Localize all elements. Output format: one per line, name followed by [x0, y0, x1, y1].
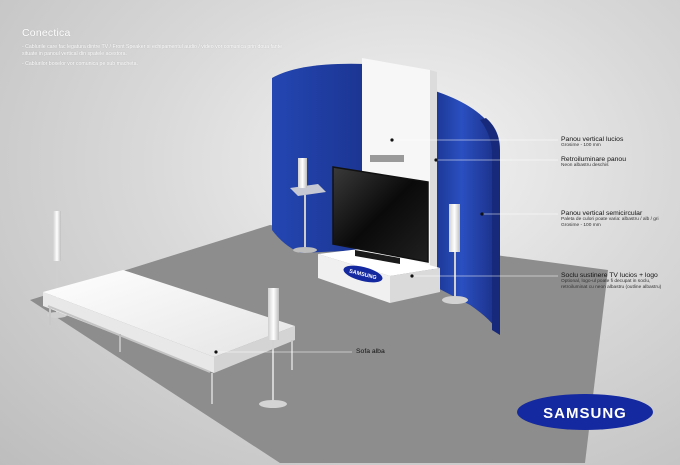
samsung-logo: SAMSUNG	[517, 394, 653, 430]
label-title: Retroiluminare panou	[561, 156, 626, 163]
label-title: Panou vertical semicircular	[561, 210, 643, 217]
label-detail: retroiluminat cu neon albastru (outline …	[561, 285, 662, 291]
connection-notes: - Cablurile care fac legatura dintre TV …	[22, 44, 282, 71]
label-retroiluminare: Retroiluminare panou Neon albastru desch…	[561, 156, 626, 169]
label-detail: Optional, logo-ul poate fi decupat in so…	[561, 279, 651, 284]
semicircular-panel-right	[432, 90, 498, 332]
left-rear-speaker-base	[47, 312, 67, 318]
sofa-top	[43, 270, 295, 357]
stand-logo-oval	[343, 265, 383, 283]
label-panou-semicircular: Panou vertical semicircular Paleta de cu…	[561, 210, 659, 229]
label-detail: Grosime - 100 mm	[561, 223, 601, 229]
right-front-speaker	[449, 204, 460, 252]
side-table-base	[293, 247, 317, 253]
sofa-frame	[47, 305, 211, 373]
label-panou-vertical: Panou vertical lucios Grosime - 100 mm	[561, 136, 623, 149]
samsung-logo-text: SAMSUNG	[543, 405, 627, 422]
note-item: - Cablurile care fac legatura dintre TV …	[22, 44, 282, 57]
tv-base	[355, 250, 400, 264]
page-title: Conectica	[22, 27, 71, 39]
semicircular-panel-edge	[480, 118, 500, 335]
tv-stand-side	[390, 268, 440, 303]
front-tall-speaker	[268, 288, 279, 340]
label-title: Panou vertical lucios	[561, 136, 624, 143]
label-detail: Grosime - 100 mm	[561, 143, 601, 148]
tv-stand-top	[318, 248, 440, 276]
left-rear-speaker	[53, 211, 61, 261]
tv-screen	[332, 166, 429, 263]
callout-dots	[214, 138, 484, 354]
sofa-front	[43, 292, 214, 373]
right-speaker-base	[442, 296, 468, 304]
label-detail: Paleta de culori poate varia: albastru /…	[561, 217, 659, 222]
left-back-speaker	[298, 158, 307, 188]
tv-stand-front	[318, 254, 390, 303]
center-speaker	[370, 155, 404, 162]
front-speaker-base	[259, 400, 287, 408]
label-sofa: Sofa alba	[356, 348, 385, 355]
label-title: Soclu sustinere TV lucios + logo	[561, 272, 658, 279]
white-panel-side	[430, 70, 437, 270]
label-soclu: Soclu sustinere TV lucios + logo Optiona…	[561, 272, 661, 291]
note-item: - Cablurilor boxelor vor comunica pe sub…	[22, 61, 138, 67]
label-detail: Neon albastru deschis	[561, 163, 609, 168]
callout-lines	[216, 139, 558, 353]
label-title: Sofa alba	[356, 348, 385, 355]
